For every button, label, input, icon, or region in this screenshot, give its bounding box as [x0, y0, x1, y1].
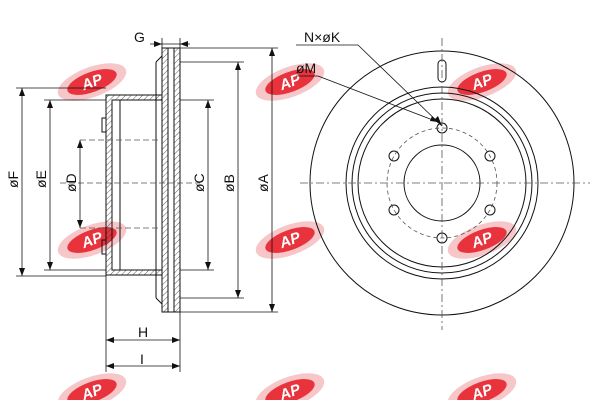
- label-i: I: [140, 351, 144, 367]
- label-nk: N×øK: [304, 29, 341, 45]
- svg-text:AP: AP: [79, 229, 106, 253]
- svg-text:AP: AP: [277, 71, 304, 95]
- label-g: G: [134, 29, 145, 45]
- rotor-inner-ring: [173, 47, 181, 313]
- rotor-outer-ring: [161, 47, 169, 313]
- section-hidden-lines: [60, 139, 200, 229]
- svg-text:AP: AP: [277, 229, 304, 253]
- bolt-hole: [388, 150, 400, 162]
- label-e: øE: [33, 170, 49, 188]
- leader-arrows: [430, 116, 442, 126]
- watermark-logo: AP: [57, 373, 127, 400]
- hub-tab: [101, 239, 107, 255]
- watermark-group: AP AP AP AP AP AP AP: [57, 63, 517, 400]
- label-h: H: [138, 324, 148, 340]
- svg-text:AP: AP: [469, 229, 496, 253]
- leader-lines: [296, 44, 443, 127]
- bolt-hole: [484, 150, 496, 162]
- watermark-logo: AP: [447, 221, 517, 259]
- svg-text:AP: AP: [469, 381, 496, 400]
- watermark-logo: AP: [447, 63, 517, 101]
- label-a: øA: [255, 173, 271, 192]
- label-f: øF: [5, 171, 21, 188]
- bolt-hole: [388, 204, 400, 216]
- label-d: øD: [63, 173, 79, 192]
- watermark-logo: AP: [255, 373, 325, 400]
- bolt-hole: [484, 204, 496, 216]
- watermark-logo: AP: [255, 63, 325, 101]
- section-view: [101, 47, 181, 313]
- label-b: øB: [221, 174, 237, 192]
- front-center-lines: [300, 38, 590, 330]
- svg-text:AP: AP: [277, 381, 304, 400]
- dimension-labels: G H I øF øE øD øC øB øA: [5, 29, 271, 367]
- dimension-lines: [16, 38, 278, 372]
- watermark-logo: AP: [57, 221, 127, 259]
- svg-text:AP: AP: [79, 71, 106, 95]
- bolt-circle: [386, 127, 498, 239]
- label-c: øC: [191, 173, 207, 192]
- label-m: øM: [296, 60, 316, 76]
- watermark-logo: AP: [57, 63, 127, 101]
- svg-text:AP: AP: [469, 71, 496, 95]
- svg-text:AP: AP: [79, 381, 106, 400]
- arrowheads: [19, 41, 275, 369]
- watermark-logo: AP: [447, 373, 517, 400]
- watermark-logo: AP: [255, 221, 325, 259]
- hub-tab: [101, 117, 107, 133]
- hat-section-top: [105, 94, 163, 276]
